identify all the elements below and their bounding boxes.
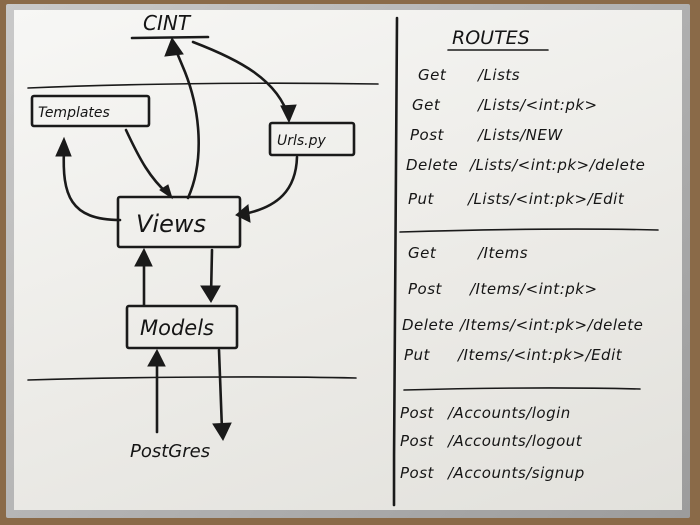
routes-divider-2	[403, 387, 641, 391]
urls-box	[268, 121, 356, 157]
route-path: /Lists/<int:pk>/Edit	[466, 190, 625, 208]
routes-group-accounts: Post /Accounts/login Post /Accounts/logo…	[400, 404, 585, 482]
urls-label: Urls.py	[277, 133, 327, 149]
route-method: Post	[400, 464, 435, 482]
routes-group-items: Get /Items Post /Items/<int:pk> Delete /…	[402, 244, 643, 364]
arrow-urls-to-views	[242, 155, 299, 216]
client-label: CINT	[143, 11, 192, 35]
route-path: /Accounts/logout	[446, 432, 583, 450]
route-path: /Items/<int:pk>	[468, 280, 598, 298]
whiteboard-surface	[14, 10, 682, 510]
route-path: /Lists/<int:pk>	[476, 96, 598, 114]
column-divider	[392, 16, 399, 507]
arrow-client-to-urls	[191, 40, 291, 120]
route-method: Post	[408, 280, 443, 298]
layer-divider-top	[27, 82, 379, 89]
route-method: Post	[400, 404, 435, 422]
route-path: /Items	[476, 244, 528, 262]
views-label: Views	[136, 210, 206, 238]
route-method: Post	[410, 126, 445, 144]
route-method: Post	[400, 432, 435, 450]
route-path: /Lists/NEW	[476, 126, 563, 144]
route-method: Get	[418, 66, 447, 84]
models-box	[125, 304, 239, 350]
routes-divider-1	[399, 228, 659, 233]
route-method: Get	[412, 96, 441, 114]
arrow-models-to-postgres	[217, 348, 224, 432]
arrow-views-to-templates	[62, 148, 122, 222]
route-path: /Items/<int:pk>/Edit	[456, 346, 623, 364]
route-method: Get	[408, 244, 437, 262]
templates-box	[30, 94, 151, 128]
route-path: /Accounts/signup	[446, 464, 585, 482]
routes-title: ROUTES	[452, 27, 530, 49]
route-method: Delete	[406, 156, 458, 174]
models-label: Models	[140, 316, 214, 340]
views-box	[116, 195, 242, 249]
postgres-label: PostGres	[130, 441, 210, 462]
arrow-views-to-client	[173, 46, 200, 200]
templates-label: Templates	[38, 105, 110, 121]
route-method: Delete	[402, 316, 454, 334]
arrow-templates-to-views	[124, 128, 170, 196]
route-method: Put	[408, 190, 435, 208]
routes-group-lists: Get /Lists Get /Lists/<int:pk> Post /Lis…	[406, 66, 645, 208]
layer-divider-bottom	[27, 376, 357, 381]
route-path: /Lists	[476, 66, 520, 84]
client-underline	[130, 35, 210, 40]
route-method: Put	[404, 346, 431, 364]
route-path: /Lists/<int:pk>/delete	[468, 156, 645, 174]
route-path: /Items/<int:pk>/delete	[458, 316, 643, 334]
route-path: /Accounts/login	[446, 404, 571, 422]
